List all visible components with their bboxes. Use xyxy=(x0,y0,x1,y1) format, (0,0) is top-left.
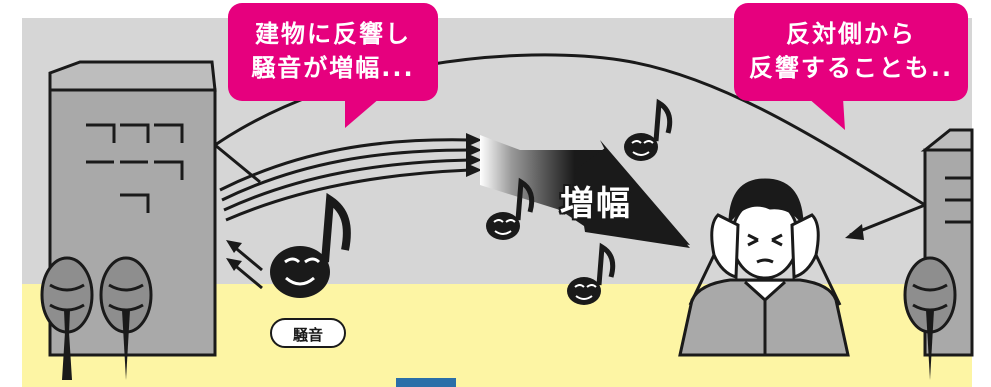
incoming-arrow-heads xyxy=(226,240,242,271)
tree-left-1 xyxy=(40,256,94,380)
bubble-right-text: 反対側から 反響することも.. xyxy=(734,17,968,85)
arrow-head-return xyxy=(845,224,864,240)
road-marker xyxy=(396,378,456,387)
noise-note-small-2 xyxy=(624,98,673,161)
tree-right xyxy=(903,256,957,380)
tree-left-2 xyxy=(99,256,153,380)
bubble-left-line1: 建物に反響し xyxy=(255,20,411,48)
noise-note-small-1 xyxy=(486,177,535,240)
bubble-left-line2: 騒音が増幅... xyxy=(251,54,415,82)
bubble-left-text: 建物に反響し 騒音が増幅... xyxy=(228,17,438,85)
person-covering-ears xyxy=(678,178,850,357)
amplify-label: 増幅 xyxy=(560,184,632,224)
speech-bubble-right xyxy=(734,3,968,130)
speech-bubble-left xyxy=(228,3,438,128)
noise-note-small-3 xyxy=(567,242,616,305)
reflected-sound-lines xyxy=(219,138,471,222)
noise-label: 騒音 xyxy=(270,318,346,348)
reflection-arrow-heads xyxy=(466,133,482,177)
bubble-right-line1: 反対側から xyxy=(786,20,916,48)
noise-note-large xyxy=(270,192,351,298)
amplify-arrow-head xyxy=(575,148,690,248)
bubble-right-line2: 反響することも.. xyxy=(748,54,954,82)
